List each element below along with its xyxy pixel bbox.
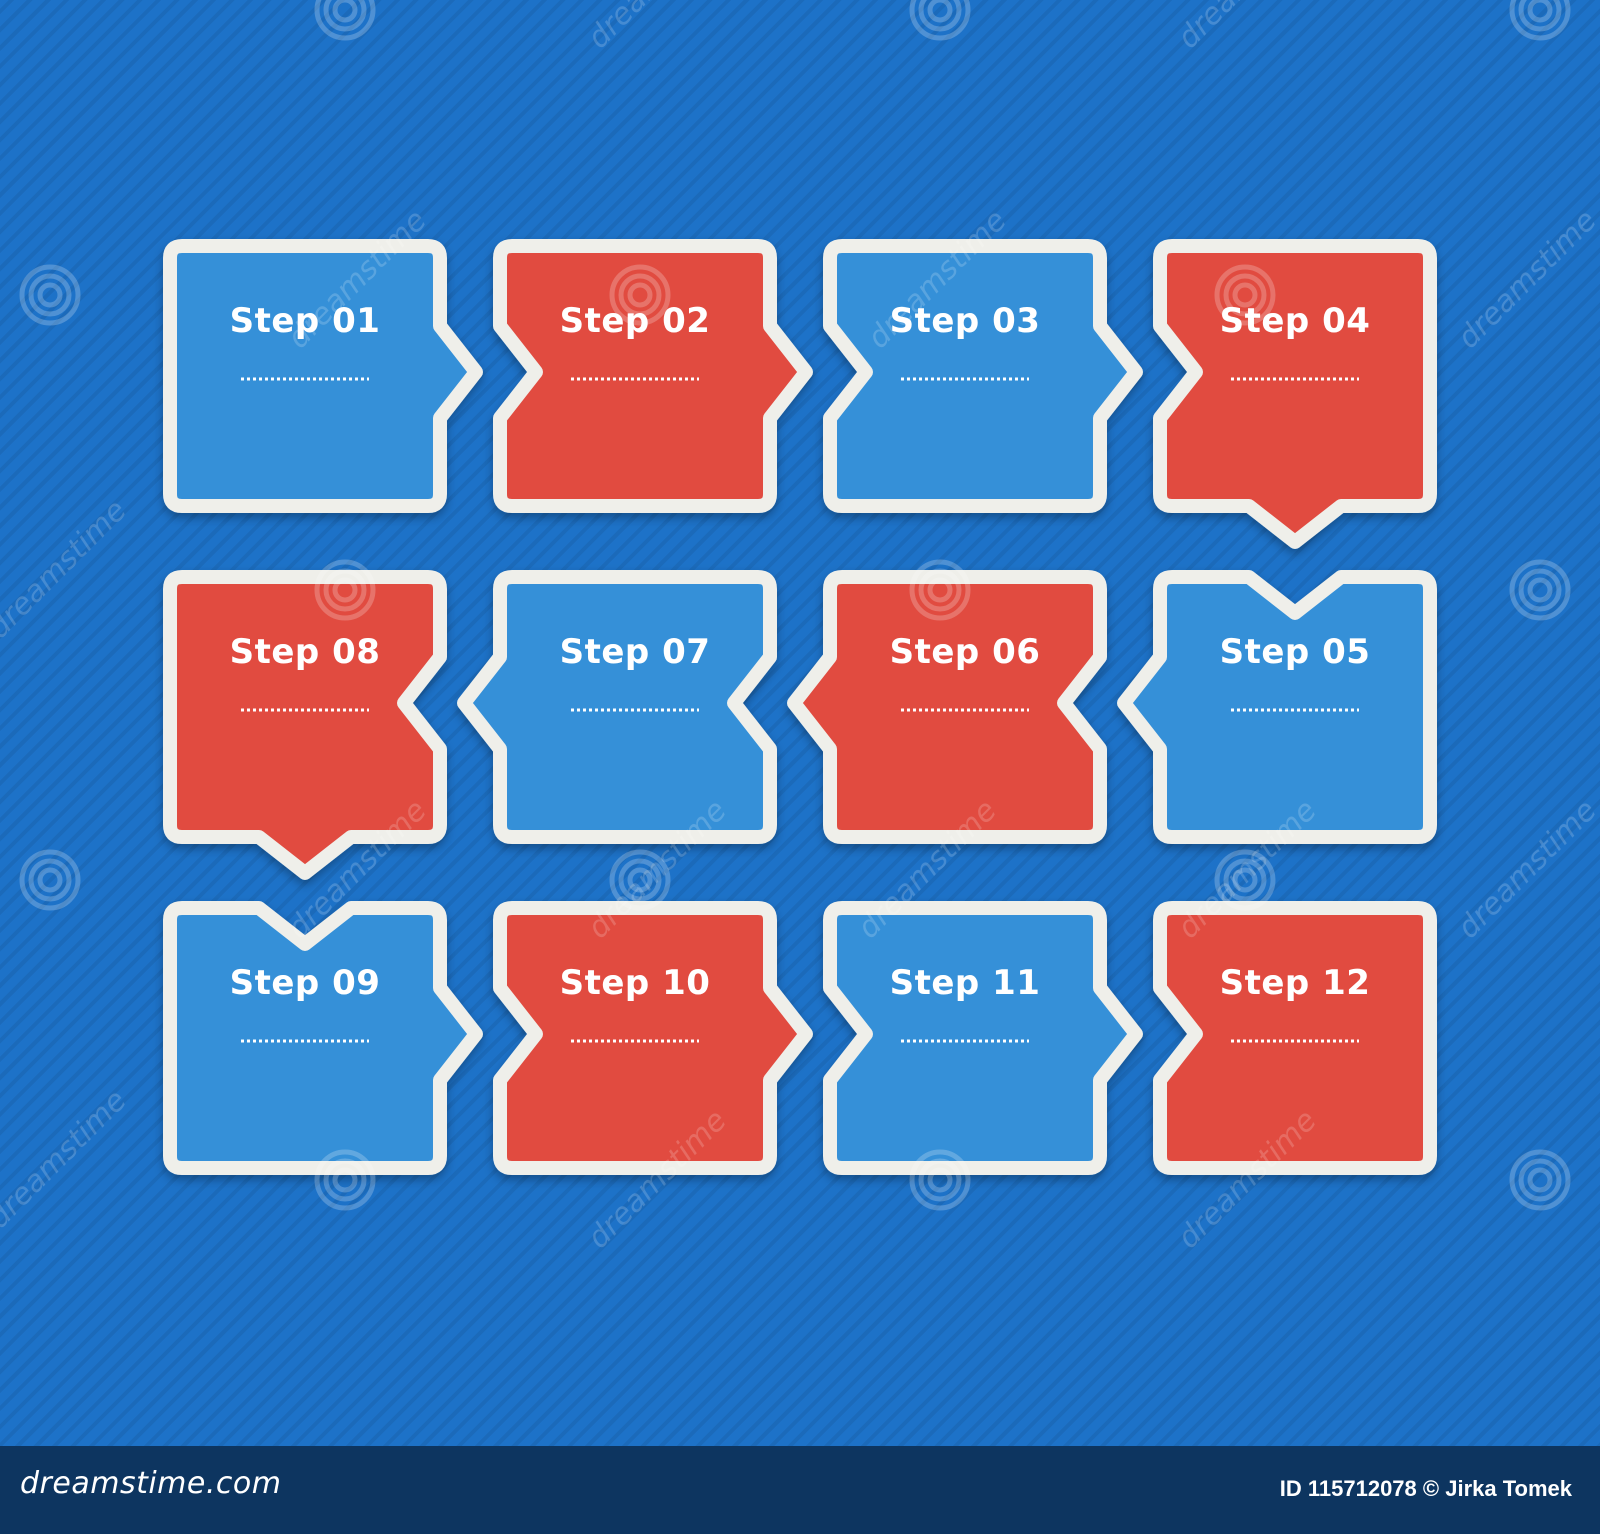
watermark-spiral-icon: [909, 1149, 971, 1211]
step-box-01: Step 01: [163, 239, 483, 513]
step-label: Step 01: [230, 301, 381, 341]
step-label: Step 07: [560, 632, 711, 672]
step-boxes: Step 01 Step 02 Step 03 Step 04 Step 05 Step …: [163, 239, 1437, 1175]
step-label: Step 06: [890, 632, 1041, 672]
step-box-11: Step 11: [823, 901, 1143, 1175]
step-label: Step 05: [1220, 632, 1371, 672]
watermark-spiral-icon: [19, 849, 81, 911]
step-shape: [457, 570, 777, 844]
watermark-text: dreamstime: [581, 0, 734, 56]
step-box-08: Step 08: [163, 570, 447, 880]
step-box-12: Step 12: [1153, 901, 1437, 1175]
step-label: Step 02: [560, 301, 711, 341]
step-label: Step 08: [230, 632, 381, 672]
step-shape: [823, 901, 1143, 1175]
step-label: Step 04: [1220, 301, 1371, 341]
step-box-06: Step 06: [787, 570, 1107, 844]
step-shape: [493, 901, 813, 1175]
watermark-spiral-icon: [609, 264, 671, 326]
step-shape: [163, 901, 483, 1175]
step-label: Step 11: [890, 963, 1041, 1003]
step-box-10: Step 10: [493, 901, 813, 1175]
process-diagram: Step 01 Step 02 Step 03 Step 04 Step 05 Step …: [0, 0, 1600, 1256]
watermark-text: dreamstime: [0, 1083, 134, 1236]
watermark-spiral-icon: [909, 0, 971, 41]
image-credit: ID 115712078 © Jirka Tomek: [1279, 1476, 1572, 1501]
watermark-spiral-icon: [1214, 849, 1276, 911]
step-box-02: Step 02: [493, 239, 813, 513]
step-box-03: Step 03: [823, 239, 1143, 513]
watermark-spiral-icon: [1509, 559, 1571, 621]
step-shape: [1153, 901, 1437, 1175]
step-label: Step 12: [1220, 963, 1371, 1003]
step-box-04: Step 04: [1153, 239, 1437, 549]
step-label: Step 10: [560, 963, 711, 1003]
step-label: Step 09: [230, 963, 381, 1003]
watermark-spiral-icon: [1214, 264, 1276, 326]
step-label: Step 03: [890, 301, 1041, 341]
step-box-05: Step 05: [1117, 570, 1437, 844]
watermark-spiral-icon: [609, 849, 671, 911]
step-shape: [493, 239, 813, 513]
step-box-09: Step 09: [163, 901, 483, 1175]
watermark-spiral-icon: [1509, 1149, 1571, 1211]
footer-bar: dreamstime.com ID 115712078 © Jirka Tome…: [0, 1446, 1600, 1534]
watermark-spiral-icon: [314, 0, 376, 41]
watermark-spiral-icon: [1509, 0, 1571, 41]
watermark-spiral-icon: [909, 559, 971, 621]
watermark-spiral-icon: [19, 264, 81, 326]
step-shape: [163, 570, 447, 880]
watermark-text: dreamstime: [0, 493, 134, 646]
watermark-text: dreamstime: [1451, 793, 1600, 946]
step-shape: [787, 570, 1107, 844]
watermark-text: dreamstime: [1171, 0, 1324, 56]
step-box-07: Step 07: [457, 570, 777, 844]
step-shape: [1117, 570, 1437, 844]
step-shape: [1153, 239, 1437, 549]
watermark-spiral-icon: [314, 1149, 376, 1211]
watermark-text: dreamstime: [1451, 203, 1600, 356]
step-shape: [163, 239, 483, 513]
step-shape: [823, 239, 1143, 513]
watermark-logo: dreamstime.com: [20, 1466, 282, 1501]
watermark-spiral-icon: [314, 559, 376, 621]
